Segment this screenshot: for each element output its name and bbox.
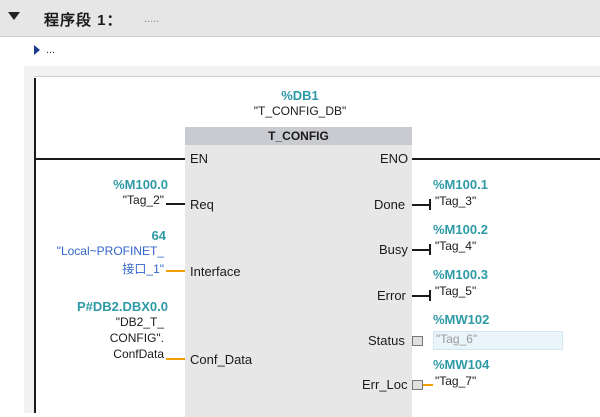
done-operand-address[interactable]: %M100.1 (433, 177, 488, 192)
pin-done[interactable]: Done (374, 197, 406, 212)
interface-operand-value[interactable]: 64 (151, 228, 166, 243)
busy-operand-address[interactable]: %M100.2 (433, 222, 488, 237)
pin-eno[interactable]: ENO (380, 151, 409, 166)
done-wire (412, 204, 430, 206)
network-header[interactable]: 程序段 1： ..... (0, 0, 600, 37)
error-operand-name[interactable]: "Tag_5" (435, 284, 477, 298)
err-loc-word-icon (412, 380, 423, 390)
err-loc-operand-address[interactable]: %MW104 (433, 357, 490, 372)
instance-db-address[interactable]: %DB1 (281, 88, 319, 103)
req-operand-name[interactable]: "Tag_2" (122, 193, 164, 207)
instance-db-name[interactable]: "T_CONFIG_DB" (253, 104, 347, 118)
conf-data-operand-line2[interactable]: CONFIG". (109, 331, 164, 345)
interface-operand-line1[interactable]: "Local~PROFINET_ (56, 244, 164, 258)
busy-coil-tick (429, 244, 431, 255)
left-power-rail (34, 78, 36, 413)
err-loc-wire (423, 384, 433, 386)
conf-data-operand-line1[interactable]: "DB2_T_ (115, 315, 164, 329)
network-comment[interactable]: ..... (144, 13, 160, 25)
network-sub-comment[interactable]: ... (46, 44, 56, 56)
expand-triangle-icon[interactable] (34, 45, 40, 55)
interface-wire (166, 270, 185, 272)
err-loc-operand-name[interactable]: "Tag_7" (435, 374, 477, 388)
pin-conf-data[interactable]: Conf_Data (190, 352, 253, 367)
conf-data-wire (166, 358, 185, 360)
error-operand-address[interactable]: %M100.3 (433, 267, 488, 282)
done-coil-tick (429, 199, 431, 210)
status-word-icon (412, 336, 423, 346)
conf-data-operand-line3[interactable]: ConfData (113, 347, 164, 361)
req-operand-address[interactable]: %M100.0 (113, 177, 168, 192)
busy-wire (412, 249, 430, 251)
pin-interface[interactable]: Interface (190, 264, 241, 279)
status-operand-name[interactable]: "Tag_6" (436, 332, 478, 346)
status-operand-address[interactable]: %MW102 (433, 312, 490, 327)
pin-status[interactable]: Status (368, 333, 405, 348)
collapse-triangle-icon[interactable] (8, 12, 20, 20)
en-wire (36, 158, 185, 160)
function-block-t-config[interactable] (185, 127, 412, 417)
network-title: 程序段 1： (44, 12, 123, 29)
pin-error[interactable]: Error (377, 288, 406, 303)
done-operand-name[interactable]: "Tag_3" (435, 194, 477, 208)
req-wire (166, 203, 185, 205)
status-operand-field[interactable] (433, 331, 563, 350)
pin-req[interactable]: Req (190, 197, 214, 212)
error-coil-tick (429, 290, 431, 301)
eno-wire (412, 158, 600, 160)
interface-operand-line2[interactable]: 接口_1" (122, 262, 164, 276)
pin-en[interactable]: EN (190, 151, 209, 166)
pin-err-loc[interactable]: Err_Loc (362, 377, 408, 392)
block-title[interactable]: T_CONFIG (185, 127, 412, 145)
busy-operand-name[interactable]: "Tag_4" (435, 239, 477, 253)
conf-data-operand-address[interactable]: P#DB2.DBX0.0 (76, 299, 168, 314)
pin-busy[interactable]: Busy (379, 242, 408, 257)
error-wire (412, 295, 430, 297)
